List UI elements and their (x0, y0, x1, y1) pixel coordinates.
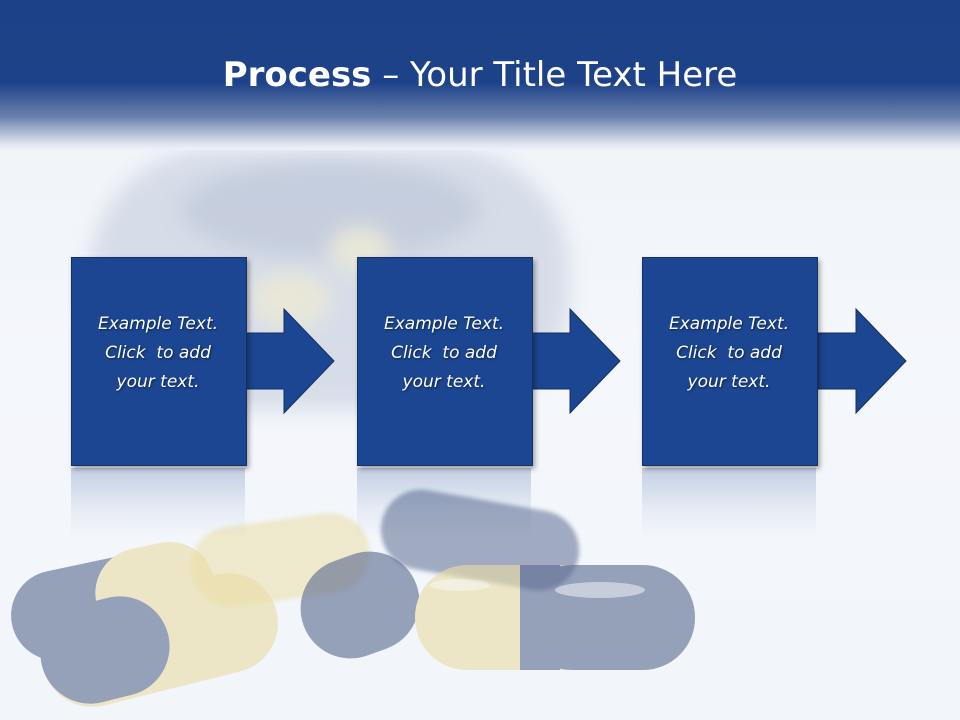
step-3-text[interactable]: Example Text. Click to add your text. (642, 310, 816, 397)
step-2-line-1: Example Text. (383, 314, 505, 334)
step-2-box[interactable] (357, 257, 533, 466)
step-3-arrow[interactable] (818, 307, 908, 415)
step-1-box[interactable] (71, 257, 247, 466)
step-3-reflection (642, 468, 816, 538)
step-1-reflection (71, 468, 245, 538)
step-3-line-2: Click to add (676, 343, 782, 363)
step-2-arrow[interactable] (532, 307, 622, 415)
step-1-text[interactable]: Example Text. Click to add your text. (71, 310, 245, 397)
step-2-line-3: your text. (402, 372, 486, 392)
slide-title[interactable]: Process – Your Title Text Here (0, 50, 960, 100)
title-bar (0, 0, 960, 150)
title-bold-part: Process (222, 55, 372, 95)
step-1-line-3: your text. (116, 372, 200, 392)
step-2-text[interactable]: Example Text. Click to add your text. (357, 310, 531, 397)
step-1-arrow[interactable] (246, 307, 336, 415)
step-2-line-2: Click to add (391, 343, 497, 363)
step-2-reflection (357, 468, 531, 538)
step-3-line-3: your text. (687, 372, 771, 392)
title-rest-part: – Your Title Text Here (371, 55, 738, 95)
step-3-line-1: Example Text. (668, 314, 790, 334)
step-1-line-1: Example Text. (97, 314, 219, 334)
step-1-line-2: Click to add (105, 343, 211, 363)
step-3-box[interactable] (642, 257, 818, 466)
